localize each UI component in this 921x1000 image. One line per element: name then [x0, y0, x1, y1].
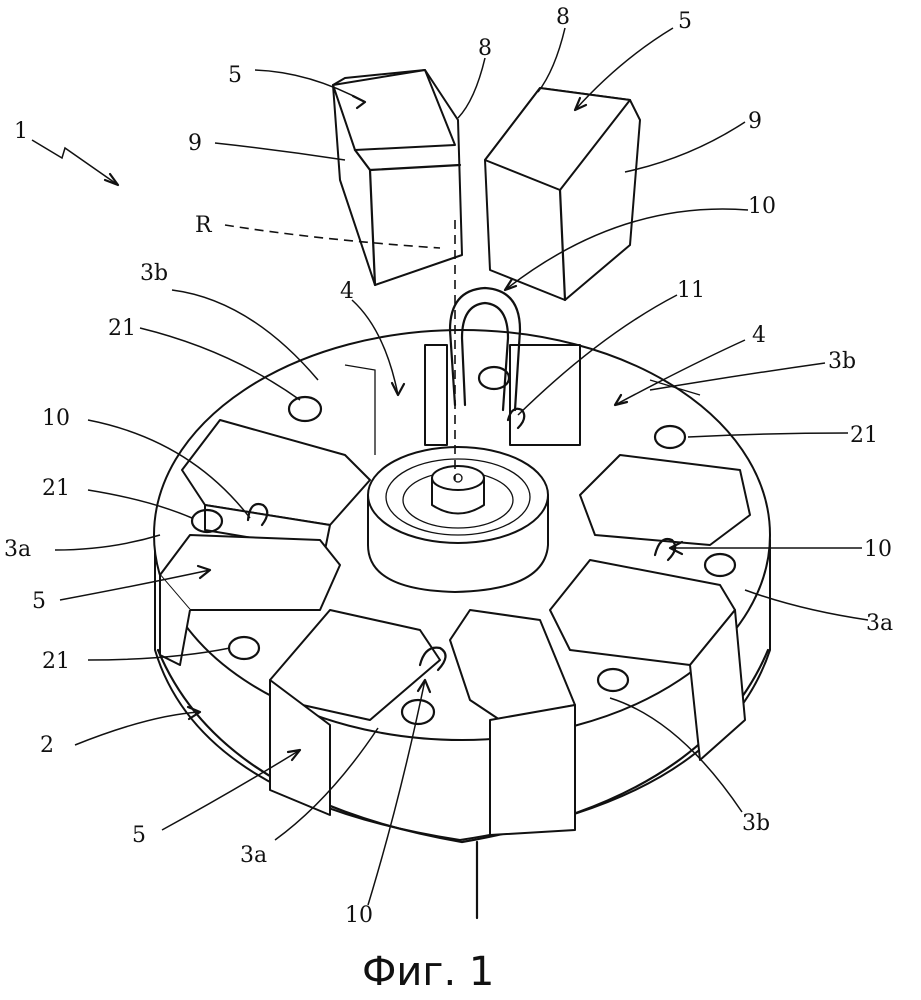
- label-4-left: 4: [340, 279, 354, 304]
- figure-caption: Фиг. 1: [362, 949, 494, 995]
- segment-right-upper: [579, 454, 751, 546]
- label-10-top: 10: [748, 194, 776, 219]
- label-1: 1: [14, 119, 28, 144]
- label-r: R: [195, 213, 213, 238]
- label-11: 11: [677, 278, 705, 303]
- label-4-right: 4: [752, 323, 766, 348]
- segment-back-posts: [344, 344, 701, 455]
- leader-r: [224, 224, 441, 249]
- magnet-top-left: [332, 69, 463, 287]
- label-9-left: 9: [188, 131, 202, 156]
- label-21-c: 21: [42, 649, 70, 674]
- clip-top: [448, 286, 522, 412]
- label-5-bottom: 5: [132, 823, 146, 848]
- label-3b-left: 3b: [140, 261, 168, 286]
- label-8-left: 8: [478, 36, 492, 61]
- label-3b-right: 3b: [828, 349, 856, 374]
- label-5-left: 5: [32, 589, 46, 614]
- segment-bottom-right: [449, 609, 576, 836]
- reference-labels: 1 5 8 9 8 5 9 R 10 3b 4 11 4 3b 21 21 10…: [4, 5, 893, 928]
- clip-small: [246, 407, 677, 672]
- label-9-right: 9: [748, 109, 762, 134]
- label-10-bottom: 10: [345, 903, 373, 928]
- label-3a-right: 3a: [866, 611, 893, 636]
- segment-left-middle: [159, 534, 341, 666]
- label-2: 2: [40, 733, 54, 758]
- label-21-right: 21: [850, 423, 878, 448]
- label-5-top-left: 5: [228, 63, 242, 88]
- magnet-top-right: [484, 87, 641, 302]
- label-10-right: 10: [864, 537, 892, 562]
- label-3b-bottom: 3b: [742, 811, 770, 836]
- center-hub: [367, 446, 549, 593]
- label-21-b: 21: [42, 476, 70, 501]
- label-8-right: 8: [556, 5, 570, 30]
- label-5-top-right: 5: [678, 9, 692, 34]
- label-3a-left: 3a: [4, 537, 31, 562]
- segment-bottom-left: [269, 609, 441, 816]
- label-21-a: 21: [108, 316, 136, 341]
- label-10-left: 10: [42, 406, 70, 431]
- leader-lines: [31, 27, 869, 906]
- segment-right-middle: [549, 559, 746, 761]
- label-3a-bottom: 3a: [240, 843, 267, 868]
- mounting-holes: [190, 365, 737, 726]
